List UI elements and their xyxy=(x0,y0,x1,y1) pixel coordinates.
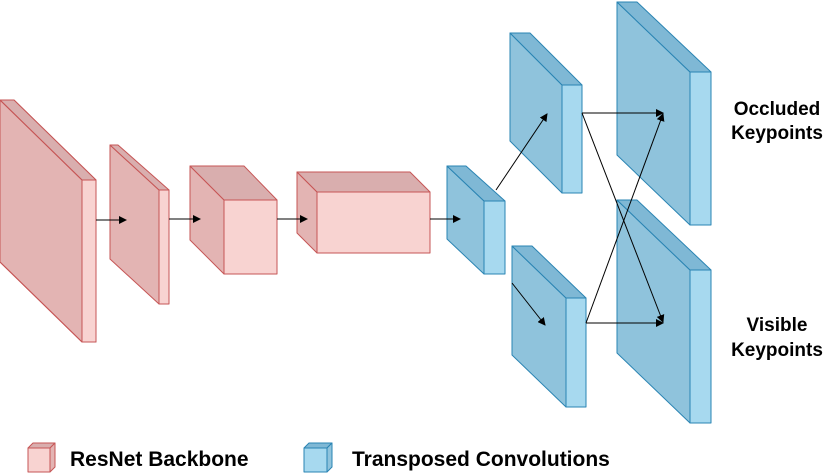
visible-label-line2: Keypoints xyxy=(731,340,823,361)
backbone-block-1 xyxy=(0,99,97,343)
arrow-d1-lower xyxy=(511,282,546,326)
backbone-block-3 xyxy=(189,165,278,275)
legend-backbone-label: ResNet Backbone xyxy=(70,448,249,471)
arrow-d1-upper xyxy=(495,113,548,191)
output-block-visible xyxy=(616,199,712,424)
arrows xyxy=(96,109,665,327)
deconv-block-lower xyxy=(511,245,587,408)
legend: ResNet Backbone Transposed Convolutions xyxy=(27,442,610,473)
backbone-block-2 xyxy=(109,144,170,305)
legend-transposed-label: Transposed Convolutions xyxy=(352,448,610,471)
legend-transposed-swatch xyxy=(303,442,333,473)
occluded-label-line1: Occluded xyxy=(734,99,821,120)
arrow-lower-occluded xyxy=(585,113,665,324)
backbone-block-4 xyxy=(296,171,431,254)
occluded-label-line2: Keypoints xyxy=(731,123,823,144)
arrow-upper-visible xyxy=(581,112,665,323)
visible-label-line1: Visible xyxy=(747,315,808,336)
legend-backbone-swatch xyxy=(27,442,56,473)
deconv-block-upper xyxy=(509,32,583,194)
deconv-block-1 xyxy=(446,165,506,275)
